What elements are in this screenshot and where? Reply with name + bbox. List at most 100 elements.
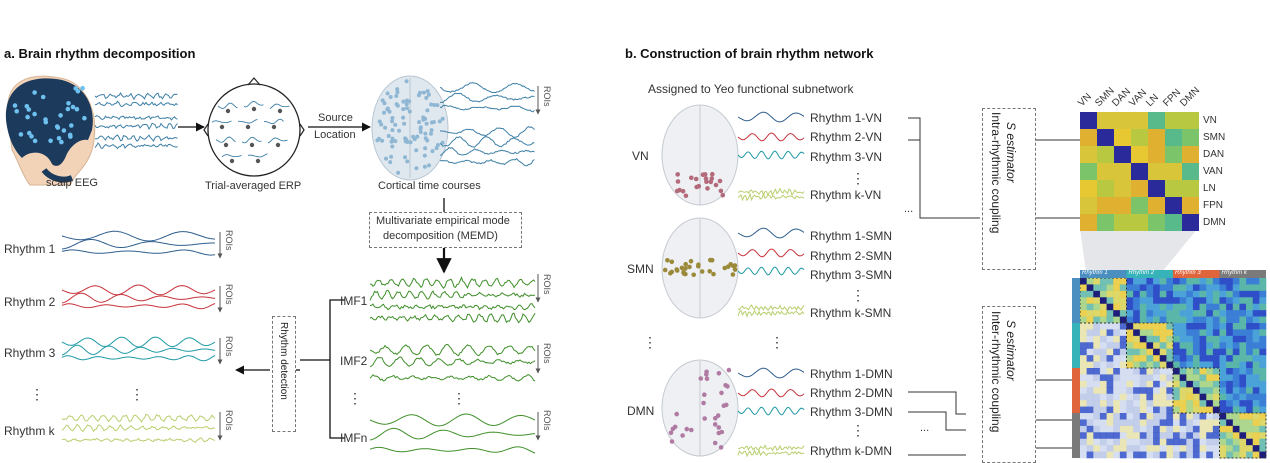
- source-dot-42: [384, 156, 388, 161]
- inter-cell-5-2: [1093, 310, 1101, 317]
- inter-cell-20-18: [1199, 406, 1207, 414]
- inter-cell-20-16: [1186, 406, 1194, 414]
- inter-cell-10-6: [1119, 342, 1127, 350]
- inter-cell-17-6: [1119, 387, 1127, 395]
- inter-cell-19-2: [1093, 400, 1101, 407]
- inter-cell-7-1: [1086, 323, 1094, 330]
- erp-wave-10: [247, 153, 268, 158]
- inter-cell-26-4: [1106, 445, 1114, 452]
- source-dot-63: [429, 131, 433, 136]
- inter-cell-23-9: [1139, 425, 1147, 433]
- inter-cell-16-17: [1192, 380, 1200, 388]
- inter-cell-6-2: [1093, 316, 1101, 324]
- inter-cell-10-19: [1206, 342, 1214, 350]
- erp-wave-9: [221, 154, 242, 158]
- inter-cell-14-26: [1252, 368, 1260, 375]
- inter-cell-14-13: [1166, 368, 1174, 375]
- inter-cell-7-12: [1159, 323, 1167, 330]
- inter-cell-20-19: [1206, 406, 1214, 414]
- inter-cell-1-9: [1139, 284, 1147, 292]
- inter-cell-15-13: [1166, 374, 1174, 382]
- inter-cell-5-6: [1119, 310, 1127, 317]
- inter-cell-2-7: [1126, 290, 1134, 298]
- source-dot-38: [425, 108, 430, 113]
- inter-cell-20-5: [1113, 406, 1121, 414]
- source-dot-35: [382, 101, 387, 106]
- source-dot-78: [375, 138, 380, 143]
- inter-cell-27-7: [1126, 451, 1134, 459]
- eeg-wave-4: [94, 134, 178, 142]
- inter-cell-25-24: [1239, 438, 1247, 446]
- smn-rhythms-item: Rhythm 3-SMN: [810, 268, 893, 282]
- inter-cell-10-14: [1173, 342, 1180, 350]
- inter-cell-6-21: [1219, 316, 1227, 324]
- inter-cell-27-5: [1113, 451, 1121, 459]
- inter-cell-17-12: [1159, 387, 1167, 395]
- inter-cell-22-8: [1133, 419, 1141, 427]
- inter-cell-8-17: [1192, 329, 1200, 337]
- erp-electrode-0: [225, 108, 231, 114]
- matrix-row-label: SMN: [1203, 132, 1226, 143]
- inter-cell-12-0: [1080, 355, 1087, 362]
- intra-cell-0-0: [1080, 112, 1097, 129]
- inter-cell-21-19: [1206, 413, 1214, 420]
- inter-cell-8-19: [1206, 329, 1214, 337]
- inter-cell-2-9: [1139, 290, 1147, 298]
- smn-dot-29: [688, 258, 694, 264]
- inter-cell-19-4: [1106, 400, 1114, 407]
- inter-cell-27-15: [1179, 451, 1187, 459]
- inter-cell-18-4: [1106, 393, 1114, 401]
- intra-cell-4-2: [1114, 180, 1131, 197]
- inter-cell-0-23: [1232, 278, 1240, 285]
- rhythm2-wave-1: [61, 292, 216, 304]
- erp-electrode-4: [245, 124, 251, 130]
- intra-cell-2-0: [1080, 146, 1097, 163]
- source-dot-67: [407, 99, 412, 104]
- inter-cell-6-27: [1259, 316, 1267, 324]
- inter-cell-23-15: [1179, 425, 1187, 433]
- inter-cell-22-25: [1246, 419, 1254, 427]
- inter-cell-2-1: [1086, 290, 1094, 298]
- inter-cell-23-11: [1153, 425, 1161, 433]
- inter-cell-26-20: [1212, 445, 1220, 452]
- inter-cell-26-13: [1166, 445, 1174, 452]
- inter-cell-17-19: [1206, 387, 1214, 395]
- inter-cell-22-10: [1146, 419, 1154, 427]
- inter-cell-19-12: [1159, 400, 1167, 407]
- inter-cell-7-23: [1232, 323, 1240, 330]
- inter-cell-23-1: [1086, 425, 1094, 433]
- inter-cell-20-9: [1139, 406, 1147, 414]
- inter-cell-12-21: [1219, 355, 1227, 362]
- inter-cell-26-5: [1113, 445, 1121, 452]
- erp-wave-7: [241, 136, 262, 144]
- source-dot-47: [434, 146, 439, 151]
- inter-cell-24-1: [1086, 432, 1094, 440]
- vn-dot-15: [704, 179, 709, 184]
- inter-cell-15-6: [1119, 374, 1127, 382]
- inter-cell-4-13: [1166, 303, 1174, 311]
- rhythm-k-label: Rhythm k: [4, 424, 55, 438]
- inter-cell-14-22: [1226, 368, 1234, 375]
- intra-coupling-label: Intra-rhythmic coupling: [989, 112, 1003, 234]
- matrix-row-label: DAN: [1203, 149, 1225, 160]
- vn-dot-17: [717, 178, 723, 184]
- inter-cell-25-20: [1212, 438, 1220, 446]
- inter-cell-20-27: [1259, 406, 1267, 414]
- inter-cell-24-3: [1099, 432, 1107, 440]
- inter-cell-20-8: [1133, 406, 1141, 414]
- inter-cell-9-24: [1239, 335, 1247, 343]
- dmn-dot-10: [716, 430, 722, 436]
- inter-cell-7-11: [1153, 323, 1161, 330]
- inter-cell-14-15: [1179, 368, 1187, 375]
- inter-cell-24-10: [1146, 432, 1154, 440]
- erp-electrode-6: [223, 142, 229, 148]
- electrode-18: [69, 123, 74, 128]
- inter-cell-10-0: [1080, 342, 1087, 350]
- inter-cell-10-10: [1146, 342, 1154, 350]
- inter-top-tab-1: [1126, 270, 1173, 278]
- inter-cell-27-13: [1166, 451, 1174, 459]
- inter-cell-0-5: [1113, 278, 1121, 285]
- source-dot-85: [423, 131, 428, 136]
- inter-cell-27-24: [1239, 451, 1247, 459]
- intra-cell-5-2: [1114, 197, 1131, 214]
